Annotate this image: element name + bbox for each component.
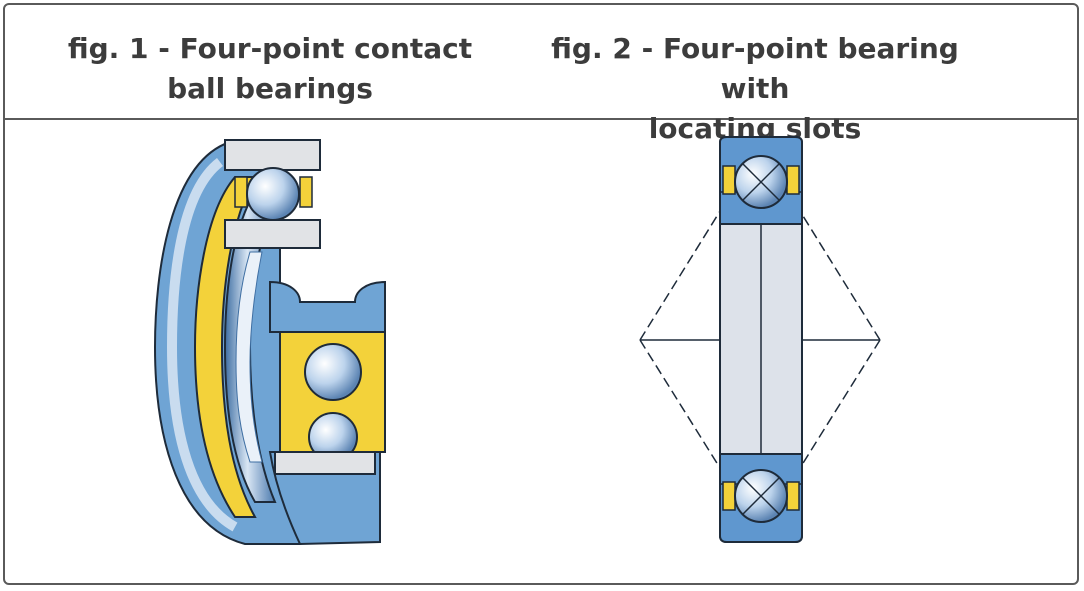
four-point-contact-bearing-illustration [153,139,386,546]
outer-ring-highlight [166,158,238,532]
figure-2-caption-line1: fig. 2 - Four-point bearing with [551,32,959,105]
figure-1-caption: fig. 1 - Four-point contact ball bearing… [45,29,495,109]
top-inner-section [224,219,321,249]
top-slot-right [786,165,800,195]
lower-ball-1 [304,343,362,401]
figure-1-caption-line1: fig. 1 - Four-point contact [67,32,473,65]
figure-1-caption-line2: ball bearings [167,72,373,105]
figure-2-caption: fig. 2 - Four-point bearing with locatin… [520,29,990,149]
top-outer-section [224,139,321,171]
bottom-slot-right [786,481,800,511]
lower-grey-face [274,451,376,475]
raceway-groove [269,280,386,333]
figure-table-frame: fig. 1 - Four-point contact ball bearing… [3,3,1079,585]
cage-band [193,176,257,518]
bottom-slot-left [722,481,736,511]
top-cage-right [299,176,313,208]
top-slot-left [722,165,736,195]
four-point-bearing-section-illustration [639,136,881,543]
caption-header: fig. 1 - Four-point contact ball bearing… [5,5,1077,145]
top-ball [246,167,300,221]
top-cage-left [234,176,248,208]
bore-surface [235,251,263,463]
